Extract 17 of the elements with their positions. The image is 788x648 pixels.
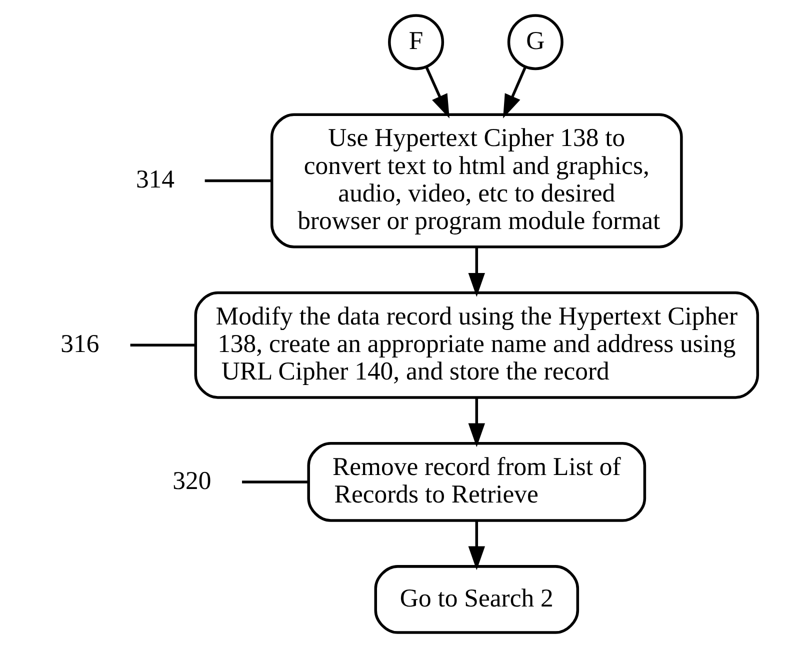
- node-box: Modify the data record using the Hypertext Cipher 138, create an appropriate name and address using URL Cipher 140, and store the record: [194, 291, 760, 399]
- node-text: 314: [136, 164, 175, 194]
- arrow: [425, 66, 450, 118]
- arrow: [503, 66, 527, 118]
- node-box: Remove record from List of Records to Retrieve: [307, 442, 646, 522]
- connector: [204, 179, 272, 182]
- arrow: [468, 247, 486, 297]
- connector: [242, 480, 308, 484]
- arrow: [468, 521, 486, 570]
- connector: [130, 344, 196, 346]
- node-box: Use Hypertext Cipher 138 to convert text to html and graphics, audio, video, etc to desired browser or program module format: [270, 113, 683, 248]
- node-circle: G: [507, 14, 564, 70]
- node-text: 316: [60, 328, 100, 358]
- node-circle: F: [388, 14, 444, 70]
- arrow: [468, 398, 486, 448]
- node-box: Go to Search 2: [374, 565, 580, 634]
- node-text: 320: [172, 466, 212, 495]
